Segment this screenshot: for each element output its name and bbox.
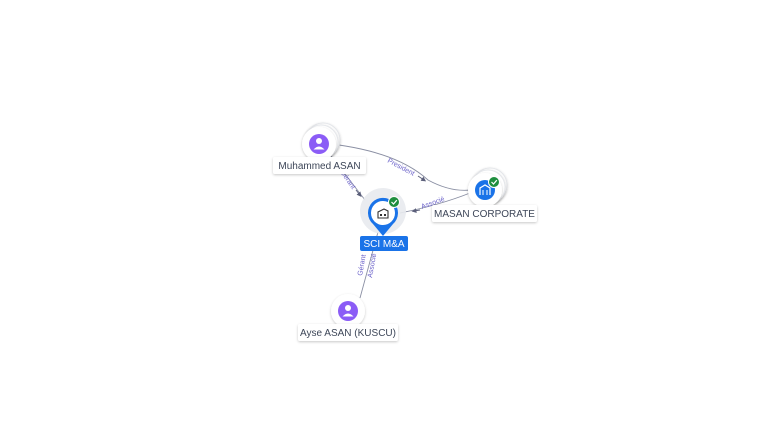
node-ayse-asan[interactable]: Ayse ASAN (KUSCU) [298, 294, 398, 341]
verified-badge-icon [488, 176, 500, 188]
edge-arrow-muhammed-masan [417, 175, 427, 182]
node-label-masan: MASAN CORPORATE [434, 209, 535, 220]
edge-arrow-muhammed-sci [355, 189, 362, 197]
edge-masan-sci [399, 192, 471, 214]
edge-arrow-masan-sci [411, 208, 421, 214]
edge-label-gerant-ayse: Gérant [357, 254, 368, 276]
building-icon [377, 208, 389, 219]
node-masan-corporate[interactable]: MASAN CORPORATE [432, 167, 537, 222]
node-sci-ma[interactable]: SCI M&A [360, 188, 408, 251]
node-muhammed-asan[interactable]: Muhammed ASAN [273, 122, 366, 174]
verified-badge-icon [388, 196, 400, 208]
person-icon [338, 301, 358, 321]
node-label-ayse: Ayse ASAN (KUSCU) [300, 328, 396, 339]
node-label-muhammed: Muhammed ASAN [278, 161, 360, 172]
edge-label-associe-ayse: Associé [367, 253, 378, 278]
node-label-sci: SCI M&A [363, 239, 404, 250]
person-icon [309, 134, 329, 154]
